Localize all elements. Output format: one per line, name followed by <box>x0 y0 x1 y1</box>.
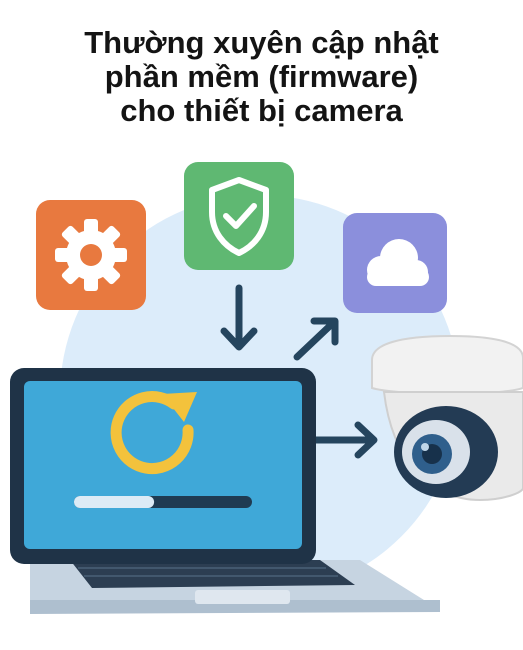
arrow-up-right-icon <box>293 317 339 361</box>
cloud-icon <box>343 213 447 313</box>
title-line-3: cho thiết bị camera <box>120 93 403 128</box>
gear-icon <box>36 200 146 310</box>
arrow-right-icon <box>310 421 378 459</box>
update-progress-bar <box>74 496 252 508</box>
shield-check-icon <box>184 162 294 270</box>
refresh-icon <box>110 391 197 475</box>
arrow-down-icon <box>220 284 258 351</box>
title-line-2: phần mềm (firmware) <box>104 59 419 94</box>
title-line-1: Thường xuyên cập nhật <box>84 25 439 60</box>
page-title: Thường xuyên cập nhật phần mềm (firmware… <box>0 26 523 128</box>
update-progress-fill <box>74 496 155 508</box>
security-camera-icon <box>371 334 523 502</box>
